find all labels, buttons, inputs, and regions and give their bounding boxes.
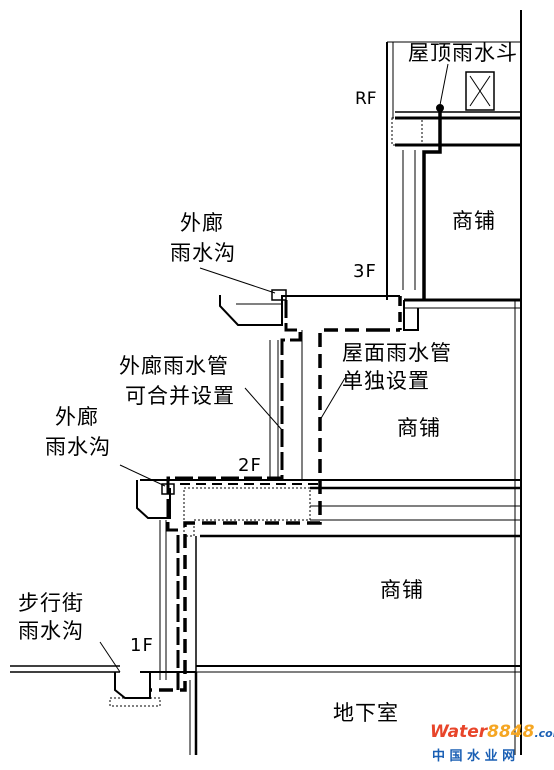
watermark-brand-a: Water	[430, 722, 488, 742]
roof-drain-pipe-dashed	[150, 328, 380, 692]
watermark-logo: Water8848.com	[430, 722, 554, 742]
basement-label: 地下室	[333, 701, 399, 725]
leader-corridor-pipe	[244, 387, 283, 431]
corridor-gutter-3f-label-line1: 外廊	[180, 211, 224, 235]
shop-2f-label: 商铺	[397, 416, 441, 440]
corridor-gutter-2f-label-line1: 外廊	[55, 405, 99, 429]
roof-scupper-icon	[436, 104, 444, 112]
watermark-subtitle: 中 国 水 业 网	[432, 749, 516, 764]
corridor-gutter-2f	[136, 480, 171, 519]
roof-scupper-label: 屋顶雨水斗	[408, 41, 518, 65]
floor-3f-label: 3F	[353, 261, 377, 282]
shop-1f-label: 商铺	[380, 578, 424, 602]
roof-level-mark: RF	[355, 89, 377, 109]
leader-roof-scupper	[439, 63, 449, 106]
corridor-gutter-2f-label-line2: 雨水沟	[45, 435, 111, 459]
street-gutter-label-line1: 步行街	[18, 591, 84, 615]
leader-gutter-2f	[119, 464, 166, 487]
corridor-gutter-3f-label-line2: 雨水沟	[170, 241, 236, 265]
street-gutter-label-line2: 雨水沟	[18, 619, 84, 643]
roof-pipe-label-line1: 屋面雨水管	[342, 341, 452, 365]
corridor-drain-pipe	[166, 300, 302, 690]
roof-pipe-label-line2: 单独设置	[342, 369, 430, 393]
roof-drain-pipe-upper	[422, 110, 442, 300]
leader-roof-pipe	[319, 377, 346, 421]
watermark-brand-b: 8848	[487, 722, 535, 742]
street-gutter	[114, 672, 151, 699]
watermark-brand-c: .com	[534, 727, 554, 740]
corridor-gutter-3f	[219, 295, 400, 326]
corridor-pipe-label-line1: 外廊雨水管	[119, 354, 229, 378]
leader-street	[99, 641, 121, 673]
floor-2f-label: 2F	[238, 455, 262, 476]
shop-3f-label: 商铺	[452, 209, 496, 233]
floor-1f-label: 1F	[130, 635, 154, 656]
corridor-pipe-label-line2: 可合并设置	[125, 384, 235, 408]
leader-gutter-3f	[199, 267, 276, 294]
